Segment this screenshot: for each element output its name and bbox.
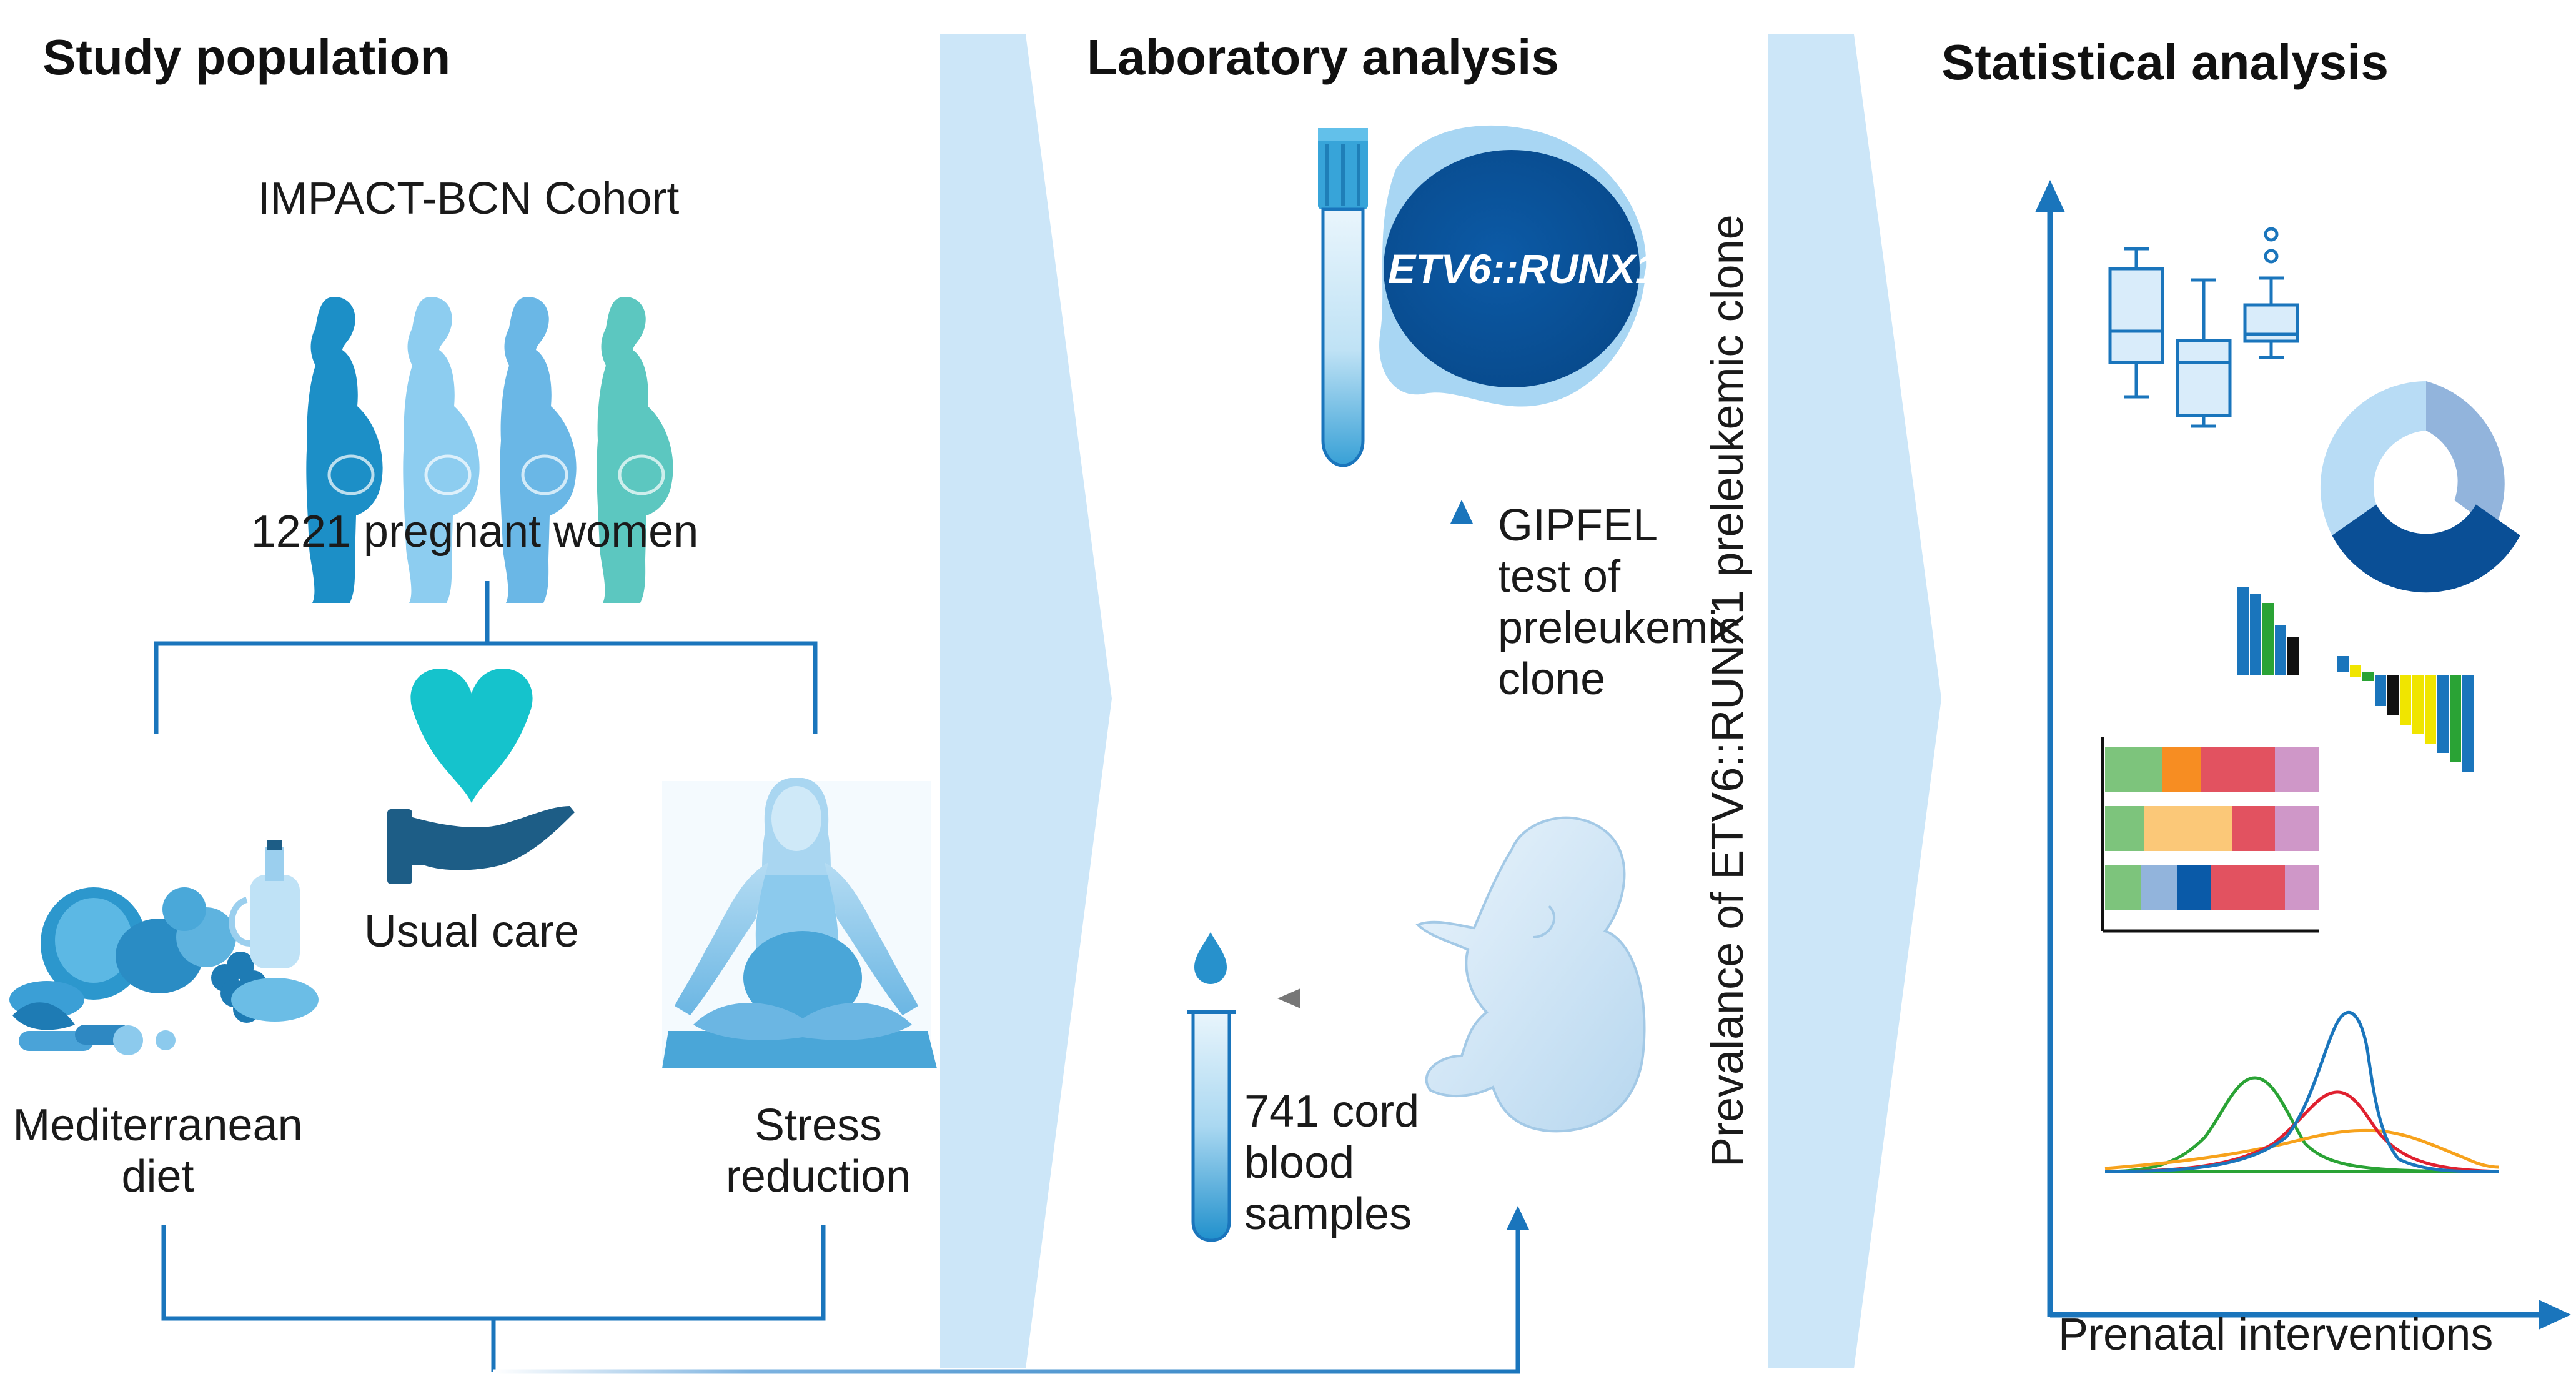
y-axis-arrowhead [2035, 180, 2065, 212]
mediterranean-label-line1: Mediterranean [12, 1100, 303, 1150]
boxplot-icon [2108, 227, 2299, 428]
heading-statistical-analysis: Statistical analysis [1941, 34, 2389, 90]
x-axis-arrowhead [2539, 1300, 2571, 1330]
cell-icon [1379, 125, 1647, 407]
separator-band-2 [1768, 34, 1941, 1368]
bottom-connector-line [493, 1225, 1520, 1374]
stress-label-line2: reduction [725, 1152, 911, 1202]
waterfall-chart-icon [2237, 587, 2474, 772]
fetus-icon [1415, 816, 1646, 1133]
mediterranean-diet-label: Mediterranean diet [0, 1100, 315, 1202]
usual-care-label: Usual care [364, 907, 580, 957]
gipfel-line4: clone [1498, 654, 1606, 705]
cord-blood-samples-label: 741 cord blood samples [1244, 1086, 1450, 1240]
gipfel-line2: test of [1498, 552, 1621, 602]
samples-line3: samples [1244, 1189, 1412, 1240]
separator-band-1 [940, 34, 1112, 1368]
donut-chart-icon [2320, 381, 2520, 593]
left-arrow-head [1277, 988, 1300, 1008]
mediterranean-food-icon [9, 840, 319, 1055]
pregnant-women-icons [306, 297, 673, 603]
x-axis-label: Prenatal interventions [2058, 1310, 2494, 1360]
heart-in-hand-icon [387, 669, 575, 884]
cohort-name: IMPACT-BCN Cohort [257, 174, 680, 224]
y-axis-label: Prevalance of ETV6::RUNX1 preleukemic cl… [1703, 214, 1753, 1167]
meditating-woman-icon [662, 778, 937, 1068]
stress-label-line1: Stress [754, 1100, 883, 1150]
study-tree-lines [154, 581, 826, 1372]
bottom-connector-arrowhead [1507, 1206, 1529, 1230]
mediterranean-label-line2: diet [121, 1152, 194, 1202]
gipfel-line1: GIPFEL [1498, 500, 1658, 550]
up-arrow-head [1450, 500, 1473, 524]
heading-study-population: Study population [42, 29, 451, 85]
density-curves-icon [2104, 1010, 2499, 1173]
stress-reduction-label: Stress reduction [700, 1100, 937, 1202]
gene-label: ETV6::RUNX1 [1388, 246, 1658, 292]
gipfel-test-label: GIPFEL test of preleukemic clone [1498, 500, 1760, 705]
blood-tube-icon-top [1318, 128, 1368, 467]
samples-line1: 741 cord [1244, 1087, 1420, 1137]
participant-count: 1221 pregnant women [250, 507, 699, 557]
samples-line2: blood [1244, 1138, 1355, 1188]
blood-drop-icon [1194, 932, 1227, 984]
gipfel-line3: preleukemic [1498, 603, 1741, 654]
heading-laboratory-analysis: Laboratory analysis [1087, 29, 1559, 85]
stacked-bar-chart-icon [2101, 737, 2319, 933]
blood-tube-icon-bottom [1187, 1010, 1236, 1242]
